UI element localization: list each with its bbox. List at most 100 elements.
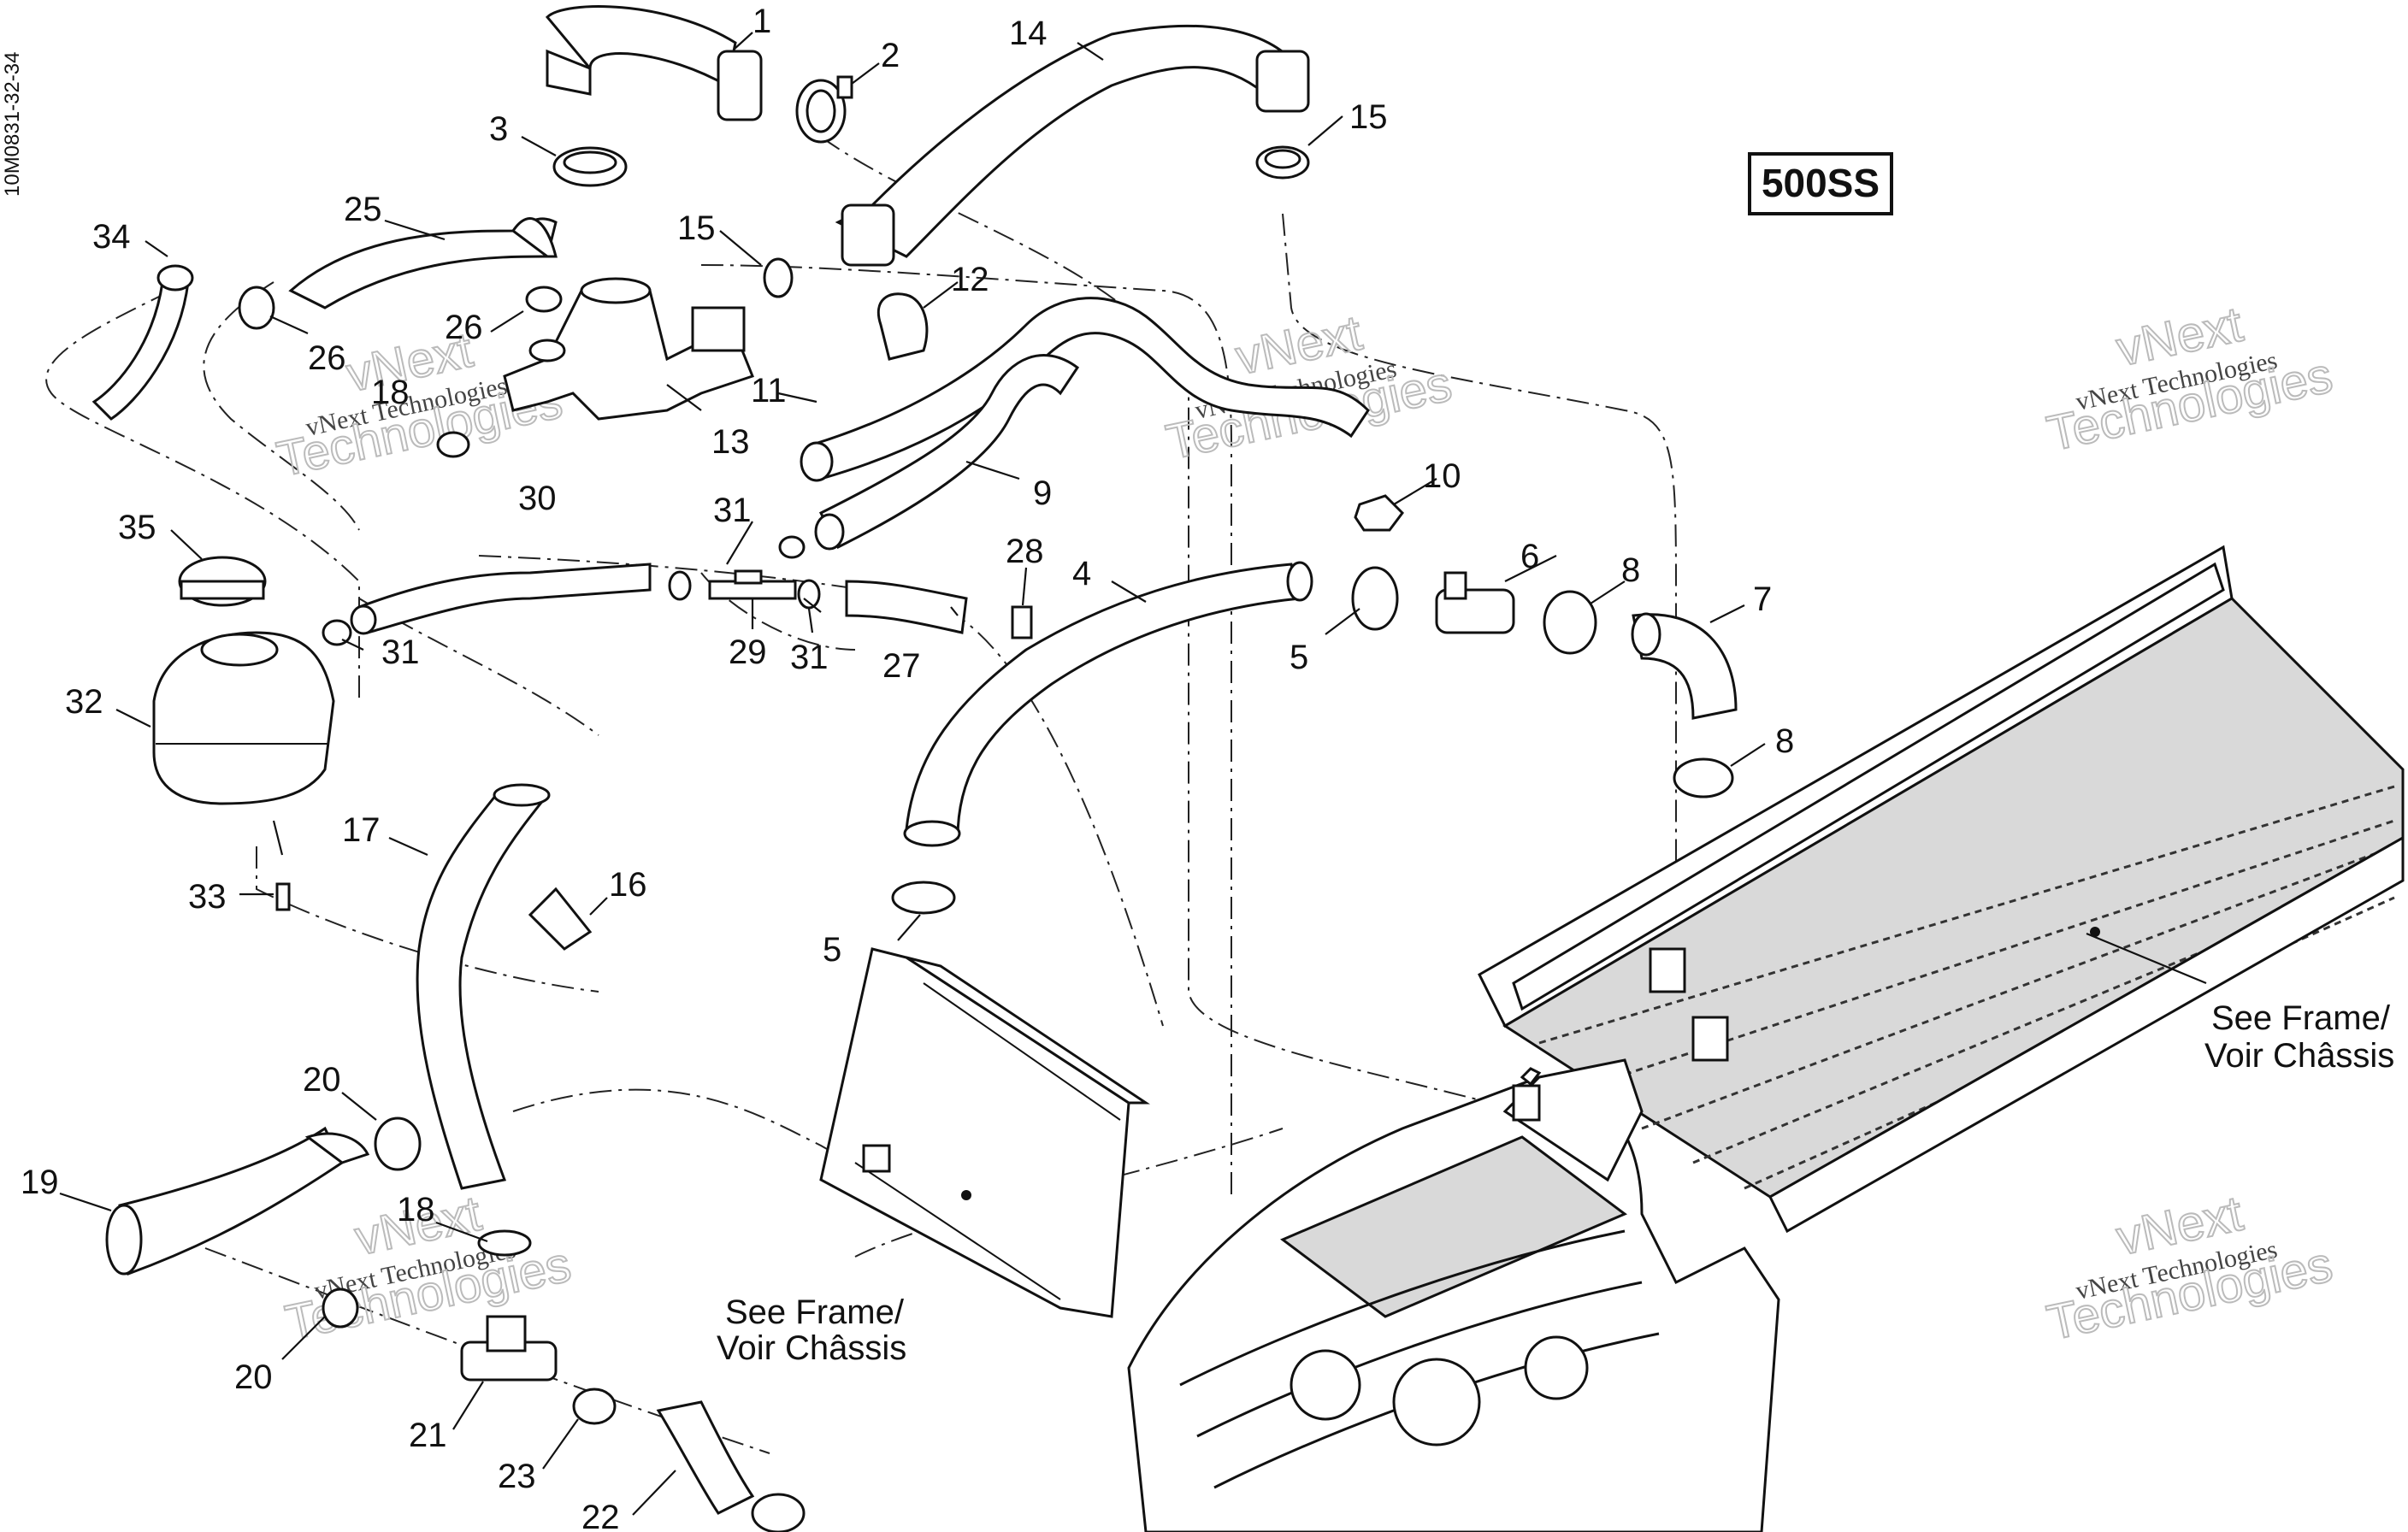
callout-label: 18: [397, 1191, 435, 1229]
heat-exchanger: [819, 947, 1150, 1318]
clamp-22-end: [751, 1493, 806, 1532]
callout-label: 35: [118, 509, 156, 546]
hose-34: [91, 264, 194, 421]
tee-21: [460, 1315, 558, 1382]
callout-label: 32: [65, 683, 103, 721]
clamp-15-mid: [763, 257, 794, 298]
frame-reference-center: See Frame/ Voir Châssis: [717, 1293, 906, 1367]
hose-7: [1631, 612, 1738, 720]
callout-label: 8: [1775, 722, 1794, 760]
hose-19: [105, 1126, 370, 1276]
leaders: [59, 32, 2207, 1516]
model-badge-label: 500SS: [1762, 161, 1880, 205]
frame-reference-right: See Frame/ Voir Châssis: [2204, 999, 2394, 1075]
callout-label: 22: [581, 1499, 620, 1532]
watermark-group-6: vNext Technologies vNext Technologies: [2041, 1185, 2338, 1352]
reservoir-cap-35: [178, 556, 267, 607]
thermostat-housing-13: [503, 277, 754, 421]
reservoir-32: [152, 631, 335, 805]
callout-label: 30: [518, 480, 557, 517]
engine: [1127, 1058, 1780, 1532]
callout-label: 15: [677, 209, 716, 247]
clamp-5-bottom: [891, 881, 956, 915]
clamp-31-a: [668, 570, 692, 601]
callout-label: 14: [1009, 15, 1048, 52]
hose-1: [545, 5, 763, 121]
clamp-31-c: [778, 535, 806, 559]
hose-14: [835, 24, 1310, 267]
callout-label: 2: [881, 37, 900, 74]
callout-label: 5: [1290, 639, 1308, 676]
clamp-2: [795, 75, 853, 144]
hose-25: [288, 217, 558, 309]
callout-label: 20: [303, 1061, 341, 1099]
callout-label: 29: [729, 633, 767, 671]
callout-label: 13: [711, 423, 750, 461]
screw-33: [275, 882, 291, 911]
callout-label: 31: [713, 492, 752, 529]
callout-label: 11: [751, 372, 787, 410]
hose-17: [416, 783, 551, 1190]
clamp-15-top: [1255, 145, 1310, 180]
frame-reference-line1: See Frame/: [725, 1293, 905, 1331]
hose-22: [656, 1400, 755, 1515]
callout-label: 3: [489, 110, 508, 148]
clamp-20-bottom: [322, 1287, 359, 1329]
connector-29: [708, 569, 797, 600]
doc-code: 10M0831-32-34: [1, 52, 24, 197]
clamp-8-top: [1543, 590, 1597, 655]
callout-label: 26: [308, 339, 346, 377]
callout-label: 6: [1520, 538, 1539, 575]
callout-label: 31: [381, 633, 420, 671]
callout-label: 28: [1006, 533, 1044, 570]
clamp-12: [876, 292, 929, 361]
heat-exchanger-reference-dot: [961, 1190, 971, 1200]
clamp-18-top: [436, 431, 470, 458]
hose-27: [845, 580, 968, 634]
clamp-18-bottom: [477, 1229, 532, 1257]
clamp-26-right: [525, 286, 563, 313]
callout-label: 17: [342, 811, 381, 849]
clamp-16: [528, 887, 593, 951]
clamp-23: [572, 1388, 617, 1425]
clamp-20-top: [374, 1117, 422, 1171]
callout-label: 34: [92, 218, 131, 256]
hose-4: [903, 561, 1313, 847]
clamp-3: [552, 146, 628, 187]
frame-reference-line2: Voir Châssis: [717, 1329, 906, 1367]
callout-label: 4: [1072, 555, 1091, 592]
callout-label: 19: [21, 1164, 59, 1201]
clamp-26-left: [238, 286, 275, 330]
hose-30: [350, 563, 652, 635]
callout-label: 5: [823, 931, 841, 969]
callout-label: 18: [371, 374, 410, 411]
frame-reference-line2: Voir Châssis: [2204, 1037, 2394, 1075]
fitting-10: [1354, 494, 1404, 532]
chassis-reference-dot: [2090, 927, 2100, 937]
model-badge: 500SS: [1748, 152, 1893, 215]
callout-label: 20: [234, 1358, 273, 1396]
callout-label: 7: [1753, 580, 1772, 618]
callout-labels: 1 2 3 4 5 5 6 7 8 8 9 10 11 12 13 14 15 …: [21, 3, 1794, 1532]
callout-label: 26: [445, 309, 483, 346]
callout-label: 27: [882, 647, 921, 685]
callout-label: 16: [609, 866, 647, 904]
callout-label: 21: [409, 1417, 447, 1454]
clamp-8-bottom: [1673, 757, 1734, 798]
fitting-6: [1435, 571, 1515, 634]
callout-label: 12: [951, 261, 989, 298]
callout-label: 9: [1033, 474, 1052, 512]
callout-label: 31: [790, 639, 829, 676]
callout-label: 8: [1621, 551, 1640, 589]
callout-label: 25: [344, 191, 382, 228]
hose-9: [814, 354, 1080, 551]
frame-reference-line1: See Frame/: [2211, 999, 2391, 1037]
chassis-radiator: [1478, 545, 2405, 1234]
watermark-group-3: vNext Technologies vNext Technologies: [2041, 296, 2338, 463]
callout-label: 15: [1349, 98, 1388, 136]
callout-label: 10: [1423, 457, 1461, 495]
clamp-31-b: [797, 579, 821, 610]
clamp-31-d: [322, 619, 352, 646]
callout-label: 23: [498, 1458, 536, 1495]
